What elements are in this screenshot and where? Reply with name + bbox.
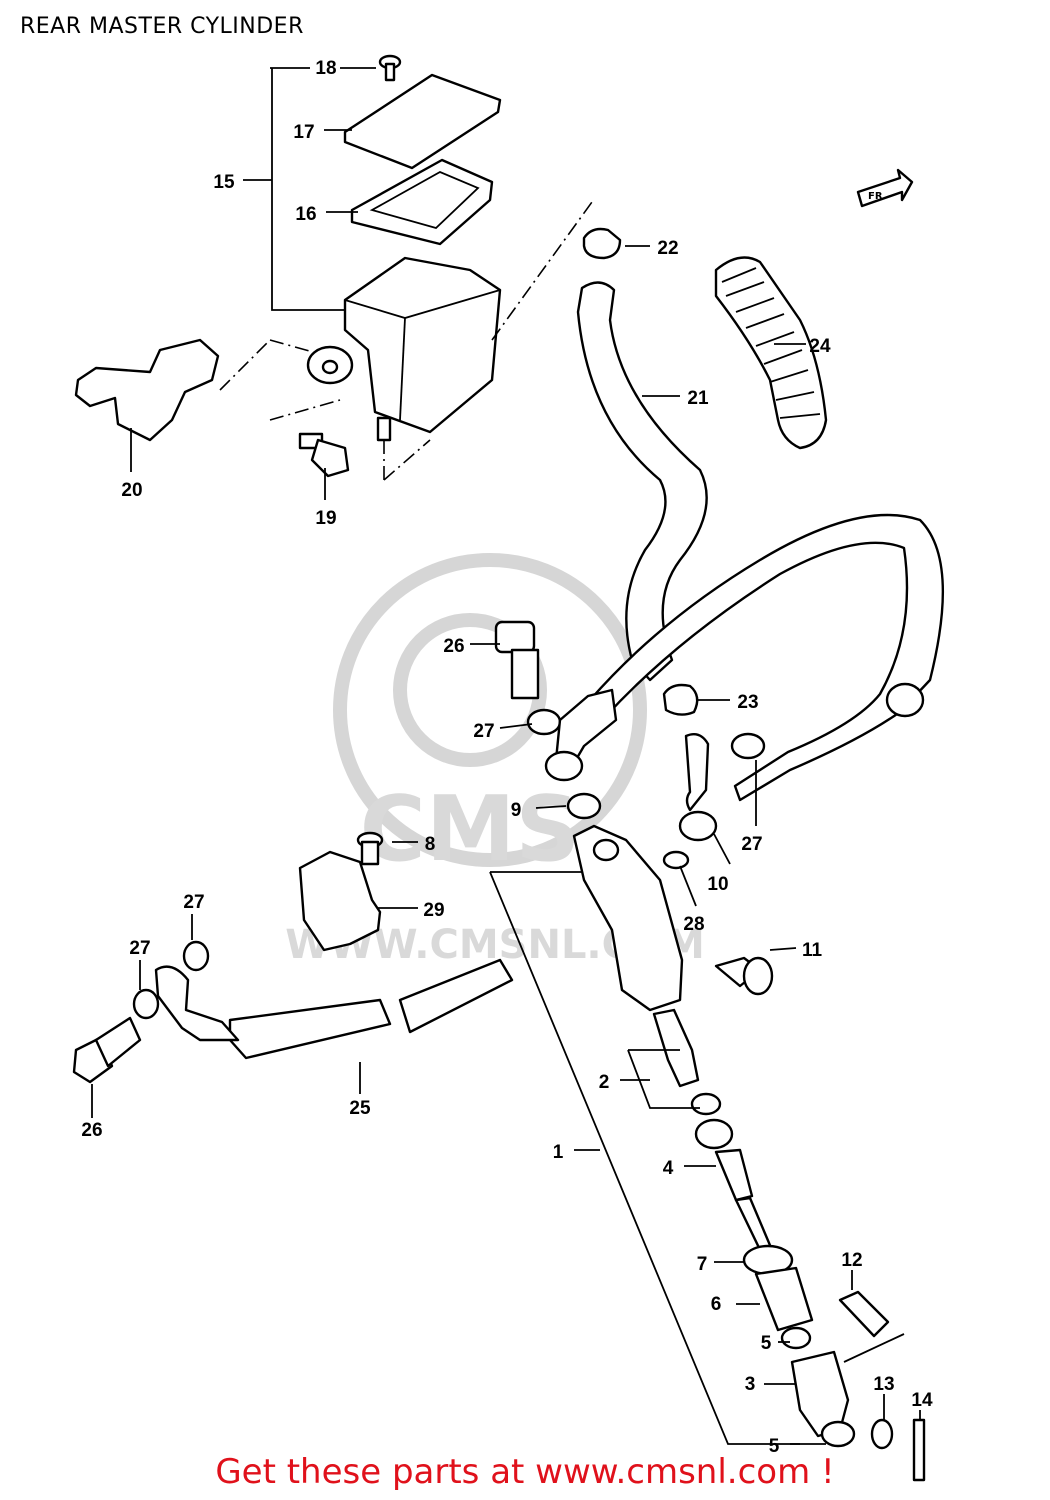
callout-number: 14	[911, 1390, 933, 1411]
brake-hose-lower-icon	[228, 998, 392, 1060]
callout-number: 24	[809, 336, 831, 357]
hose-clip-icon	[662, 683, 699, 716]
callout-number: 27	[741, 834, 762, 855]
hose-clamp-bracket-icon	[298, 850, 382, 952]
callout-number: 27	[129, 938, 150, 959]
piston-spring-icon	[652, 1008, 700, 1088]
fr-badge: FR	[868, 191, 883, 202]
piston-washer-icon	[694, 1118, 734, 1150]
callout-number: 15	[213, 172, 235, 193]
reservoir-diaphragm-icon	[350, 158, 494, 246]
callout-number: 11	[802, 940, 823, 961]
clevis-pin-icon	[838, 1290, 890, 1338]
callout-number: 18	[315, 58, 336, 79]
hose-union-eye-icon	[544, 750, 584, 782]
clamp-screw-icon	[356, 831, 384, 866]
gasket-washer-icon	[566, 792, 602, 820]
gasket-washer-icon	[182, 940, 210, 972]
callout-number: 21	[687, 388, 709, 409]
reservoir-body-icon	[306, 256, 502, 442]
union-hose-end-icon	[678, 810, 718, 842]
callout-number: 27	[473, 721, 494, 742]
o-ring-icon	[662, 850, 690, 870]
washer-icon	[870, 1418, 894, 1450]
callout-number: 23	[737, 692, 758, 713]
master-cylinder-icon	[572, 824, 684, 1012]
callout-number: 25	[349, 1098, 371, 1119]
union-bolt-icon	[494, 620, 540, 700]
callout-number: 19	[315, 508, 336, 529]
front-direction-arrow-icon: FR	[856, 168, 914, 208]
callout-number: 5	[769, 1436, 780, 1457]
callout-number: 3	[745, 1374, 756, 1395]
clevis-nut-icon	[820, 1420, 856, 1448]
footer-link[interactable]: Get these parts at www.cmsnl.com !	[215, 1452, 835, 1492]
mounting-bracket-icon	[74, 338, 220, 442]
callout-number: 1	[553, 1142, 564, 1163]
callout-number: 27	[183, 892, 204, 913]
dust-boot-icon	[754, 1266, 814, 1332]
callout-number: 6	[711, 1294, 722, 1315]
callout-number: 20	[121, 480, 142, 501]
gasket-washer-icon	[526, 708, 562, 736]
callout-number: 26	[443, 636, 464, 657]
callout-number: 7	[697, 1254, 708, 1275]
union-eye-lower-icon	[154, 965, 240, 1042]
callout-number: 16	[295, 204, 316, 225]
watermark-logo-text: CMS	[360, 777, 580, 882]
brake-hose-long-icon	[588, 513, 945, 802]
mounting-bolt-icon	[298, 432, 350, 478]
callout-number: 13	[873, 1374, 894, 1395]
union-hose-icon	[684, 733, 710, 812]
callout-number: 9	[511, 800, 522, 821]
hose-protector-icon	[714, 256, 828, 450]
callout-number: 17	[293, 122, 314, 143]
piston-cup-icon	[690, 1092, 722, 1116]
watermark-logo-icon	[333, 553, 647, 867]
callout-number: 22	[657, 238, 678, 259]
callout-number: 12	[841, 1250, 862, 1271]
callout-number: 4	[663, 1158, 674, 1179]
reservoir-cap-icon	[343, 73, 502, 170]
leader-lines	[91, 67, 921, 1445]
callout-number: 10	[707, 874, 728, 895]
callout-number: 26	[81, 1120, 102, 1141]
reservoir-cap-screw-icon	[378, 54, 402, 82]
piston-icon	[714, 1148, 754, 1202]
reservoir-hose-icon	[576, 281, 708, 682]
hose-clamp-icon	[582, 227, 622, 260]
callout-number: 2	[599, 1072, 610, 1093]
gasket-washer-icon	[132, 988, 160, 1020]
callout-number: 5	[761, 1333, 772, 1354]
page-title: REAR MASTER CYLINDER	[20, 14, 304, 39]
clip-ring-icon	[730, 732, 766, 760]
cylinder-screw-icon	[714, 956, 774, 996]
callout-number: 8	[425, 834, 436, 855]
watermark-face-icon	[393, 613, 547, 767]
lock-nut-icon	[780, 1326, 812, 1350]
callout-number: 28	[683, 914, 704, 935]
union-bolt-lower-icon	[72, 1016, 142, 1084]
assembly-lines	[219, 201, 593, 481]
callout-number: 29	[423, 900, 444, 921]
